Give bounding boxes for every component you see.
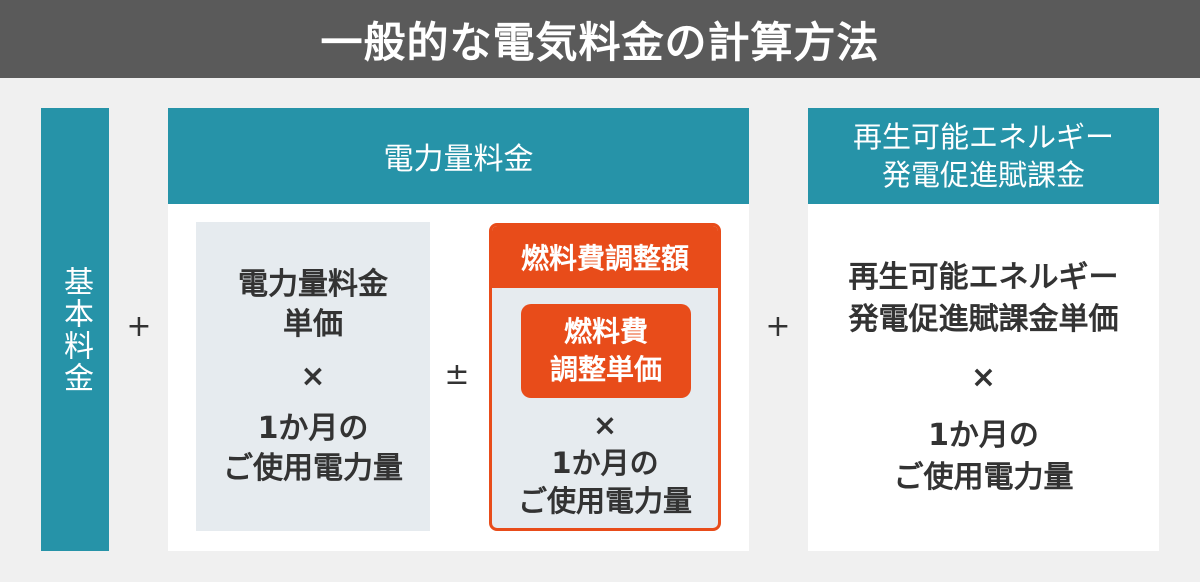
- times-operator-1: ×: [300, 358, 326, 394]
- energy-unit-price-line-1: 電力量料金: [238, 266, 388, 302]
- page-title: 一般的な電気料金の計算方法: [0, 0, 1200, 78]
- energy-unit-price-box: 電力量料金 単価 × 1か月の ご使用電力量: [196, 222, 430, 531]
- renewable-unit-price-line-2: 発電促進賦課金単価: [848, 301, 1119, 337]
- renewable-header-line-2: 発電促進賦課金: [881, 158, 1085, 192]
- renewable-levy-header: 再生可能エネルギー 発電促進賦課金: [808, 108, 1159, 204]
- times-operator-2: ×: [592, 408, 618, 442]
- fuel-adjustment-header: 燃料費調整額: [492, 226, 718, 288]
- energy-usage-line-1: 1か月の: [257, 410, 369, 446]
- renewable-levy-body: 再生可能エネルギー 発電促進賦課金単価 × 1か月の ご使用電力量: [808, 204, 1159, 551]
- fuel-usage-group: × 1か月の ご使用電力量: [492, 398, 718, 528]
- energy-usage-line-2: ご使用電力量: [223, 450, 403, 486]
- renewable-usage-line-2: ご使用電力量: [893, 459, 1074, 495]
- fuel-usage-line-1: 1か月の: [551, 446, 659, 480]
- times-operator-3: ×: [970, 359, 997, 395]
- renewable-header-line-1: 再生可能エネルギー: [852, 120, 1114, 154]
- fuel-unit-price-badge: 燃料費 調整単価: [521, 304, 691, 398]
- base-fee-box: 基本料金: [41, 108, 109, 551]
- renewable-usage-line-1: 1か月の: [928, 417, 1039, 453]
- energy-fee-header: 電力量料金: [168, 108, 749, 204]
- base-fee-label: 基本料金: [58, 265, 93, 394]
- plus-operator-1: +: [126, 308, 152, 344]
- fuel-adjustment-box: 燃料費調整額 燃料費 調整単価 × 1か月の ご使用電力量: [489, 223, 721, 531]
- plus-minus-operator: ±: [444, 356, 470, 392]
- fuel-unit-price-line-2: 調整単価: [549, 353, 662, 386]
- energy-unit-price-line-2: 単価: [283, 306, 343, 342]
- renewable-unit-price-line-1: 再生可能エネルギー: [848, 259, 1119, 295]
- plus-operator-2: +: [765, 308, 791, 344]
- fuel-unit-price-line-1: 燃料費: [563, 315, 648, 348]
- fuel-usage-line-2: ご使用電力量: [517, 484, 692, 518]
